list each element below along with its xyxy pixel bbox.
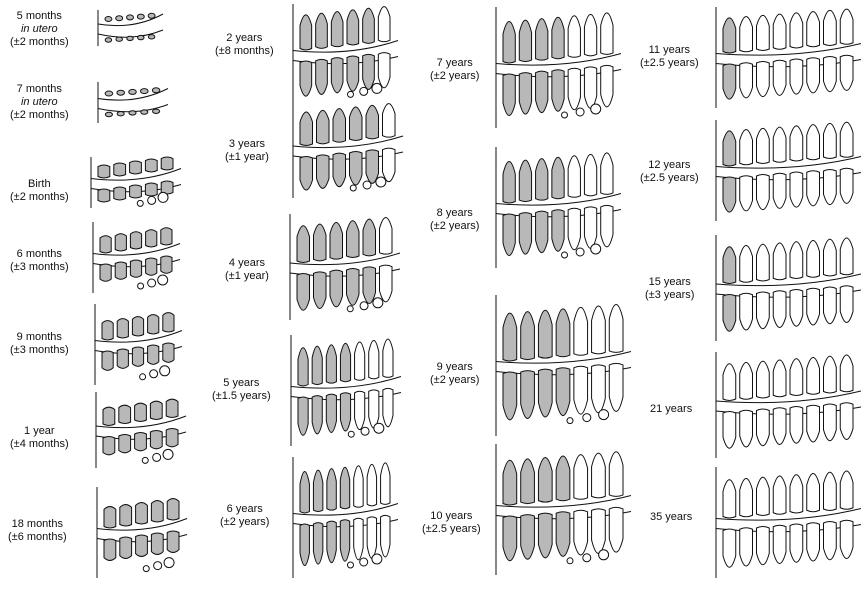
stage-label-1-year: 1 year (±4 months) bbox=[10, 425, 69, 450]
stage-label-15-years: 15 years (±3 years) bbox=[645, 276, 695, 301]
stage-label-12-years: 12 years (±2.5 years) bbox=[640, 159, 699, 184]
dentition-svg bbox=[715, 120, 862, 221]
dentition-drawing-11-years bbox=[713, 5, 863, 110]
stage-label-10-years: 10 years (±2.5 years) bbox=[422, 510, 481, 535]
dentition-svg bbox=[94, 304, 183, 385]
stage-label-birth: Birth (±2 months) bbox=[10, 178, 69, 203]
dentition-drawing-6-years bbox=[290, 455, 400, 580]
dentition-drawing-birth bbox=[88, 155, 183, 210]
dentition-svg bbox=[715, 467, 862, 578]
dentition-drawing-7-years bbox=[493, 5, 623, 130]
dentition-drawing-12-years bbox=[713, 118, 863, 223]
dentition-svg bbox=[97, 82, 169, 123]
dentition-drawing-1-year bbox=[93, 390, 188, 470]
dentition-drawing-18-months bbox=[94, 485, 189, 580]
dentition-svg bbox=[96, 487, 188, 578]
dentition-svg bbox=[292, 102, 404, 198]
dentition-drawing-9-years bbox=[493, 293, 633, 438]
stage-label-35-years: 35 years bbox=[650, 511, 693, 523]
dentition-svg bbox=[495, 444, 632, 575]
dentition-drawing-15-years bbox=[713, 233, 863, 343]
dentition-drawing-8-years bbox=[493, 145, 623, 270]
dentition-drawing-5-months-in-utero bbox=[95, 8, 165, 48]
stage-label-3-years: 3 years (±1 year) bbox=[225, 138, 269, 163]
stage-label-4-years: 4 years (±1 year) bbox=[225, 257, 269, 282]
dentition-svg bbox=[715, 352, 862, 458]
stage-label-6-months: 6 months (±3 months) bbox=[10, 248, 69, 273]
dentition-drawing-35-years bbox=[713, 465, 863, 580]
stage-label-21-years: 21 years bbox=[650, 403, 693, 415]
stage-label-9-years: 9 years (±2 years) bbox=[430, 361, 480, 386]
stage-label-5-months-in-utero: 5 months in utero (±2 months) bbox=[10, 10, 69, 48]
stage-label-5-years: 5 years (±1.5 years) bbox=[212, 377, 271, 402]
dentition-drawing-7-months-in-utero bbox=[95, 80, 170, 125]
stage-label-7-months-in-utero: 7 months in utero (±2 months) bbox=[10, 83, 69, 121]
dentition-svg bbox=[292, 457, 399, 578]
dentition-svg bbox=[495, 147, 622, 268]
dentition-svg bbox=[95, 392, 187, 468]
stage-label-7-years: 7 years (±2 years) bbox=[430, 57, 480, 82]
dentition-drawing-3-years bbox=[290, 100, 405, 200]
dentition-drawing-2-years bbox=[290, 2, 400, 107]
stage-label-11-years: 11 years (±2.5 years) bbox=[640, 44, 699, 69]
dentition-svg bbox=[97, 10, 164, 46]
dentition-drawing-6-months bbox=[90, 220, 182, 295]
dentition-svg bbox=[92, 222, 181, 293]
dentition-drawing-5-years bbox=[288, 333, 403, 448]
dentition-svg bbox=[289, 214, 401, 320]
stage-label-18-months: 18 months (±6 months) bbox=[8, 518, 67, 543]
dentition-svg bbox=[715, 7, 862, 108]
dentition-svg bbox=[290, 335, 402, 446]
stage-label-6-years: 6 years (±2 years) bbox=[220, 503, 270, 528]
dentition-drawing-10-years bbox=[493, 442, 633, 577]
dentition-drawing-4-years bbox=[287, 212, 402, 322]
dentition-svg bbox=[90, 156, 182, 208]
dentition-svg bbox=[495, 295, 632, 436]
stage-label-2-years: 2 years (±8 months) bbox=[215, 32, 274, 57]
dentition-svg bbox=[495, 7, 622, 128]
dentition-svg bbox=[715, 235, 862, 341]
stage-label-9-months: 9 months (±3 months) bbox=[10, 331, 69, 356]
dentition-drawing-9-months bbox=[92, 302, 184, 387]
dentition-drawing-21-years bbox=[713, 350, 863, 460]
dentition-svg bbox=[292, 4, 399, 105]
stage-label-8-years: 8 years (±2 years) bbox=[430, 207, 480, 232]
